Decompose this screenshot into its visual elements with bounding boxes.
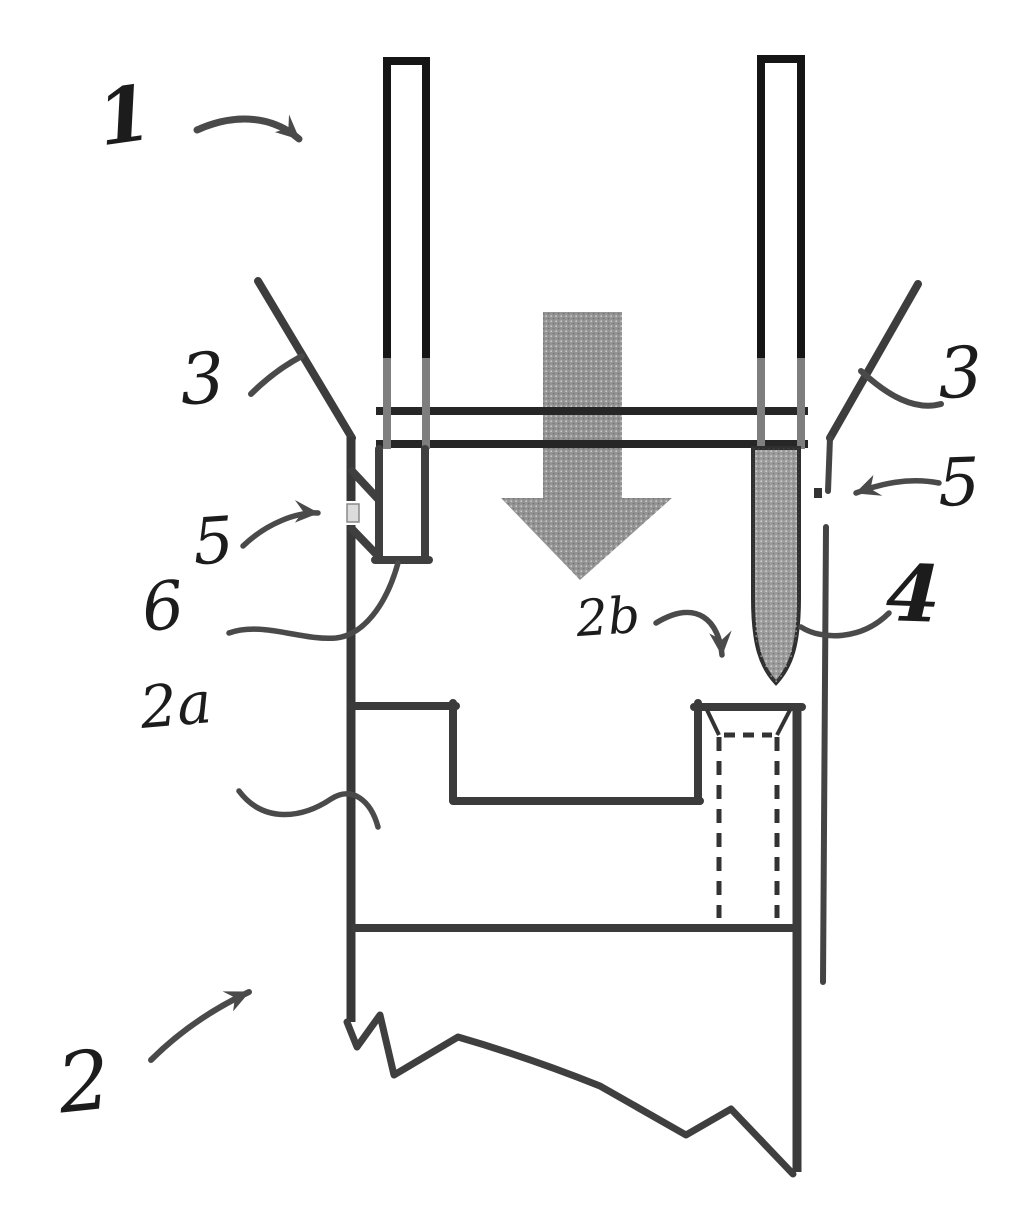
label-3-left: 3 <box>177 336 228 422</box>
right-funnel-wall-line <box>826 280 922 442</box>
leader-2 <box>148 989 252 1063</box>
left-pocket <box>348 445 433 564</box>
leader-4 <box>798 610 892 639</box>
label-5-right: 5 <box>936 443 982 522</box>
label-2b: 2b <box>574 585 642 649</box>
label-5-left: 5 <box>190 503 237 581</box>
right-post <box>757 55 805 367</box>
container-step-profile <box>348 699 806 805</box>
left-post-lower-edges <box>383 358 430 449</box>
right-thin-wall <box>820 435 833 985</box>
leader-6 <box>226 560 401 642</box>
break-line <box>343 1011 797 1178</box>
leader-3-left <box>248 353 305 397</box>
pin-texture <box>753 448 799 683</box>
right-post-lower-edges <box>757 358 805 449</box>
label-2a: 2a <box>137 668 215 742</box>
dashed-blind-hole <box>716 737 780 918</box>
crossbar <box>376 407 808 448</box>
leader-1 <box>193 114 303 143</box>
label-3-right: 3 <box>935 330 985 416</box>
label-6: 6 <box>138 566 188 647</box>
left-funnel-wall-line <box>254 277 356 442</box>
leader-2a <box>236 788 381 830</box>
left-wall-slot <box>346 503 360 523</box>
leader-5-right <box>853 474 942 496</box>
leader-5-left <box>240 500 321 549</box>
label-4: 4 <box>884 548 942 641</box>
right-wall-slot-tab <box>814 488 822 498</box>
leader-3-right <box>858 368 944 409</box>
left-post <box>383 57 430 367</box>
label-1: 1 <box>91 67 157 164</box>
hole-chamfer <box>705 709 792 736</box>
label-2: 2 <box>53 1032 115 1133</box>
leader-2b <box>653 609 732 658</box>
